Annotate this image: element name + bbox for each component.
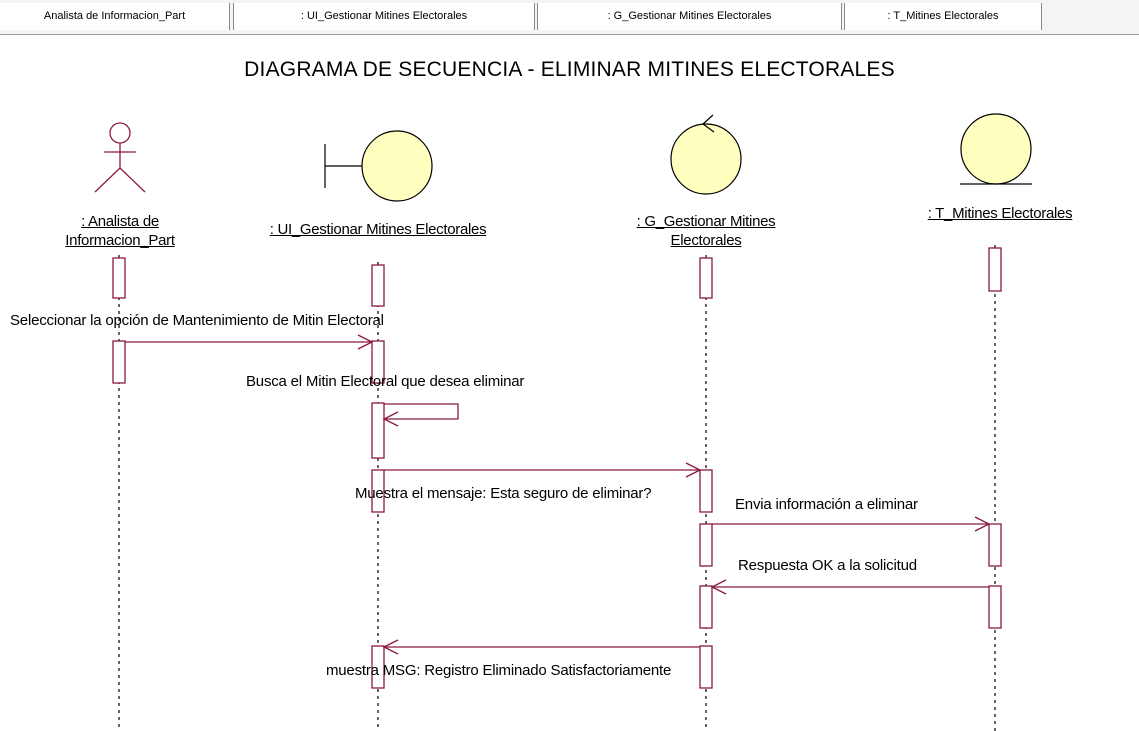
activation-box <box>371 402 385 459</box>
object-label-control-line2: Electorales <box>670 232 742 249</box>
activation-boxes <box>112 247 1002 689</box>
message-arrow-4 <box>712 516 991 532</box>
activation-box <box>699 645 713 689</box>
object-label-ui: : UI_Gestionar Mitines Electorales <box>269 221 487 238</box>
activation-box <box>988 247 1002 292</box>
object-label-actor: : Analista de Informacion_Part <box>40 212 200 250</box>
boundary-icon <box>324 130 433 202</box>
activation-box <box>371 645 385 689</box>
message-label-5: Respuesta OK a la solicitud <box>738 557 917 574</box>
object-label-actor-line2: Informacion_Part <box>65 232 175 249</box>
lifeline-header-bar: Analista de Informacion_Part : UI_Gestio… <box>0 0 1139 35</box>
message-label-6: muestra MSG: Registro Eliminado Satisfac… <box>326 662 672 679</box>
object-label-control-line1: : G_Gestionar Mitines <box>636 213 776 230</box>
activation-box <box>699 523 713 567</box>
message-arrow-5 <box>710 579 989 595</box>
activation-box <box>988 585 1002 629</box>
message-label-4: Envia información a eliminar <box>735 496 918 513</box>
message-label-1: Seleccionar la opción de Mantenimiento d… <box>10 312 384 329</box>
message-label-2: Busca el Mitin Electoral que desea elimi… <box>246 373 525 390</box>
message-arrow-1 <box>125 334 374 350</box>
message-arrow-6 <box>382 639 700 655</box>
actor-icon <box>94 122 146 193</box>
activation-box <box>371 469 385 513</box>
control-icon <box>670 114 742 195</box>
header-tab-control[interactable]: : G_Gestionar Mitines Electorales <box>537 3 842 30</box>
activation-box <box>699 257 713 299</box>
diagram-title: DIAGRAMA DE SECUENCIA - ELIMINAR MITINES… <box>244 58 895 81</box>
object-label-entity: : T_Mitines Electorales <box>927 205 1073 222</box>
object-label-actor-line1: : Analista de <box>81 213 159 230</box>
activation-box <box>371 340 385 384</box>
header-tab-actor[interactable]: Analista de Informacion_Part <box>0 3 230 30</box>
header-tab-ui[interactable]: : UI_Gestionar Mitines Electorales <box>233 3 535 30</box>
activation-box <box>699 585 713 629</box>
message-label-3: Muestra el mensaje: Esta seguro de elimi… <box>355 485 652 502</box>
activation-box <box>988 523 1002 567</box>
entity-icon <box>960 113 1032 185</box>
header-tab-entity[interactable]: : T_Mitines Electorales <box>844 3 1042 30</box>
message-arrow-3 <box>384 462 702 478</box>
activation-box <box>699 469 713 513</box>
activation-box <box>371 264 385 307</box>
object-label-control: : G_Gestionar Mitines Electorales <box>596 212 816 250</box>
activation-box <box>112 257 126 299</box>
message-arrow-2 <box>382 403 459 427</box>
activation-box <box>112 340 126 384</box>
